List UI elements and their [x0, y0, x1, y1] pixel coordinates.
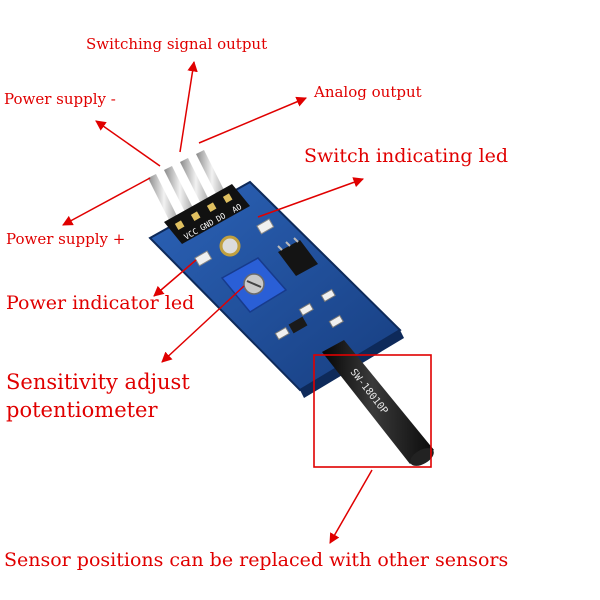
pin-gnd: [164, 166, 196, 218]
label-switch-indicating-led: Switch indicating led: [304, 145, 509, 167]
vibration-sensor: SW-18010P: [322, 340, 434, 466]
pin-do: [180, 158, 212, 210]
arrow-icon: [153, 259, 197, 297]
label-power-supply-plus: Power supply +: [6, 230, 126, 248]
switch-led: [256, 218, 275, 235]
smd-components: [274, 288, 344, 341]
arrow-icon: [329, 469, 373, 544]
arrow-icon: [179, 60, 198, 153]
arrow-icon: [161, 285, 245, 363]
pcb-label-do: DO: [215, 211, 228, 224]
comparator-chip: [277, 237, 318, 276]
label-analog-output: Analog output: [314, 83, 422, 101]
mounting-hole: [219, 235, 241, 257]
label-potentiometer: potentiometer: [6, 398, 158, 422]
label-switching-signal-output: Switching signal output: [86, 35, 268, 53]
potentiometer: [220, 257, 288, 313]
pcb-label-ao: AO: [231, 202, 244, 215]
header-pins: [148, 150, 228, 226]
arrow-icon: [198, 96, 307, 144]
pin-ao: [196, 150, 228, 202]
label-sensitivity-adjust: Sensitivity adjust: [6, 370, 190, 394]
sensor-highlight-box: [313, 354, 432, 468]
label-power-indicator-led: Power indicator led: [6, 292, 195, 314]
arrow-icon: [62, 177, 151, 226]
label-power-supply-minus: Power supply -: [4, 90, 116, 108]
arrow-icon: [95, 120, 161, 167]
annotation-arrows: [62, 60, 373, 544]
pin-vcc: [148, 174, 180, 226]
power-led: [194, 250, 213, 267]
header-pin-tops: [174, 193, 233, 230]
label-sensor-positions: Sensor positions can be replaced with ot…: [4, 549, 509, 571]
arrow-icon: [257, 177, 364, 218]
